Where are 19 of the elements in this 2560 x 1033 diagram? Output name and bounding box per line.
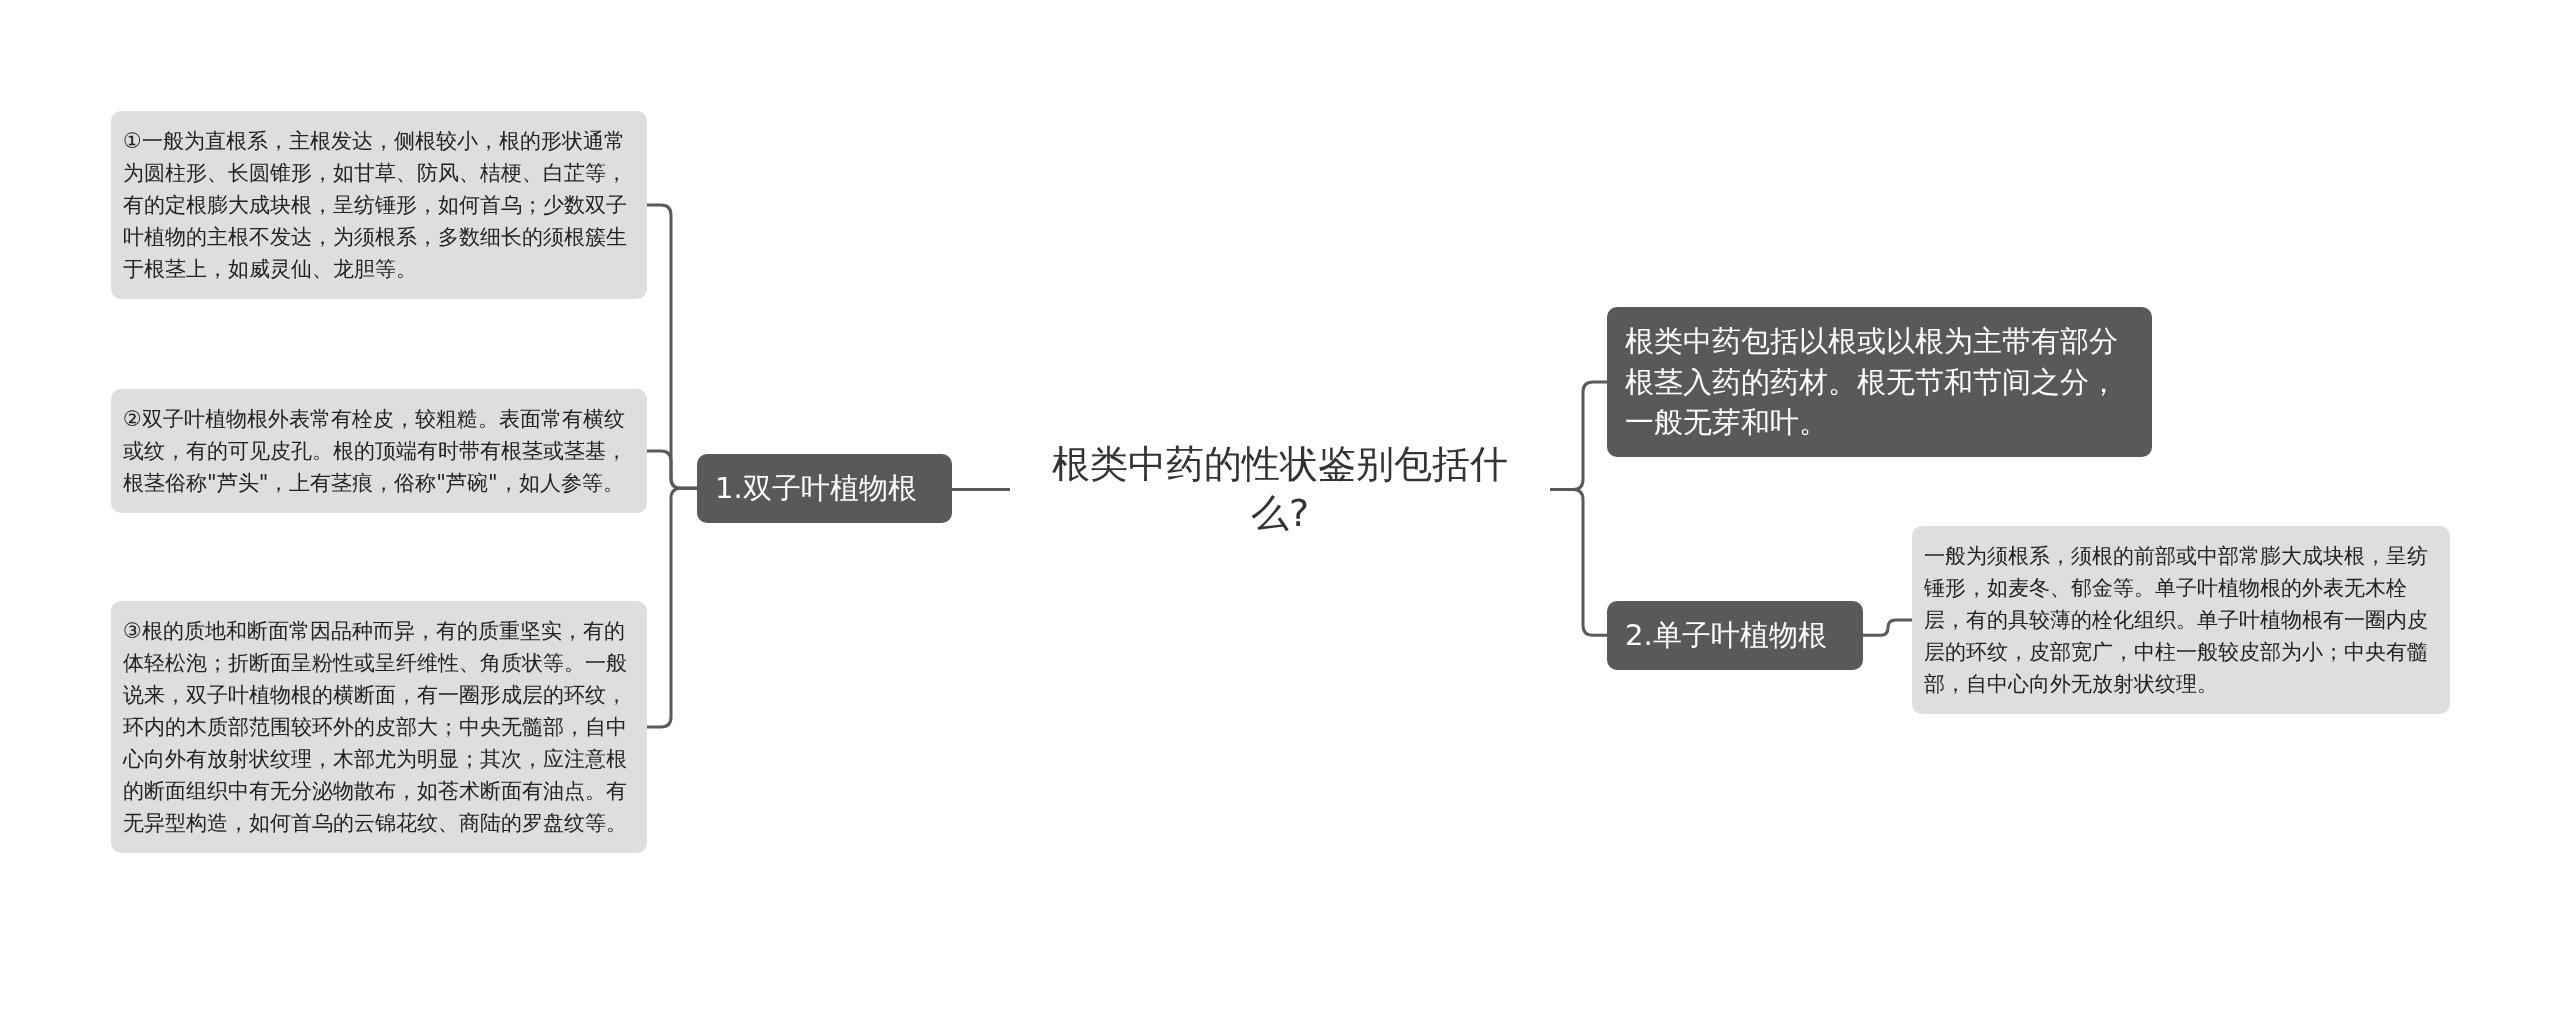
topic-box [1607, 307, 2152, 457]
topic-text: ③根的质地和断面常因品种而异，有的质重坚实，有的体轻松泡；折断面呈粉性或呈纤维性、角质状等。一般说来，双子叶植物根的横断面，有一圈形成层的环纹，环内的木质部范围较环外的皮部大；中央无髓部，自中心向外有放射状纹理，木部尤为明显；其次，应注意根的断面组织中有无分泌物散布，如苍术断面有油点。有无异型构造，如何首乌的云锦花纹、商陆的罗盘纹等。 [123, 618, 628, 837]
connector-line [1550, 487, 1607, 637]
topic-box [697, 454, 952, 523]
topic-text: 2.单子叶植物根 [1625, 617, 1828, 654]
topic-text: 根类中药包括以根或以根为主带有部分根茎入药的药材。根无节和节间之分，一般无芽和叶。 [1625, 323, 2119, 442]
topic-text: ①一般为直根系，主根发达，侧根较小，根的形状通常为圆柱形、长圆锥形，如甘草、防风、桔梗、白芷等，有的定根膨大成块根，呈纺锤形，如何首乌；少数双子叶植物的主根不发达，为须根系，多数细长的须根簇生于根茎上，如威灵仙、龙胆等。 [123, 128, 628, 283]
note-card [111, 601, 647, 853]
topic-box [1607, 601, 1863, 670]
connector-line [952, 487, 1010, 491]
note-card [111, 389, 647, 513]
topic-text: 1.双子叶植物根 [715, 470, 918, 507]
topic-text: 一般为须根系，须根的前部或中部常膨大成块根，呈纺锤形，如麦冬、郁金等。单子叶植物根的外表无木栓层，有的具较薄的栓化组织。单子叶植物根有一圈内皮层的环纹，皮部宽广，中柱一般较皮部为小；中央有髓部，自中心向外无放射状纹理。 [1924, 543, 2429, 698]
note-card [1912, 526, 2450, 714]
connector-line [647, 486, 697, 729]
topic-text: ②双子叶植物根外表常有栓皮，较粗糙。表面常有横纹或纹，有的可见皮孔。根的顶端有时带有根茎或茎基，根茎俗称"芦头"，上有茎痕，俗称"芦碗"，如人参等。 [123, 406, 628, 497]
title-text: 根类中药的性状鉴别包括什么? [1051, 441, 1509, 538]
note-card [111, 111, 647, 299]
connector-line [1863, 618, 1912, 637]
